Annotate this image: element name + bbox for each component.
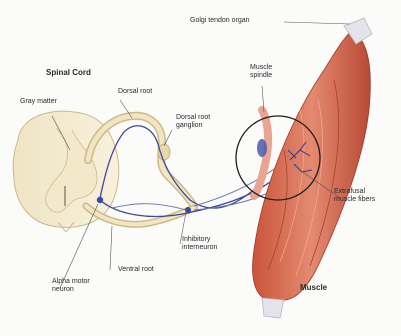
label-spinal-cord: Spinal Cord <box>46 69 91 77</box>
label-muscle: Muscle <box>300 284 327 292</box>
label-dorsal-root-ganglion: Dorsal root ganglion <box>176 114 210 130</box>
label-muscle-spindle: Muscle spindle <box>250 64 272 80</box>
lower-tendon <box>262 298 284 318</box>
label-golgi-tendon-organ: Golgi tendon organ <box>190 17 250 25</box>
alpha-motor-neuron-body <box>97 197 103 203</box>
label-inhibitory-interneuron: Inhibitory interneuron <box>182 236 217 252</box>
label-alpha-motor-neuron: Alpha motor neuron <box>52 278 90 294</box>
label-ventral-root: Ventral root <box>118 266 154 274</box>
label-extrafusal-muscle-fibers: Extrafusal muscle fibers <box>334 188 375 204</box>
label-dorsal-root: Dorsal root <box>118 88 152 96</box>
label-gray-matter: Gray matter <box>20 98 57 106</box>
